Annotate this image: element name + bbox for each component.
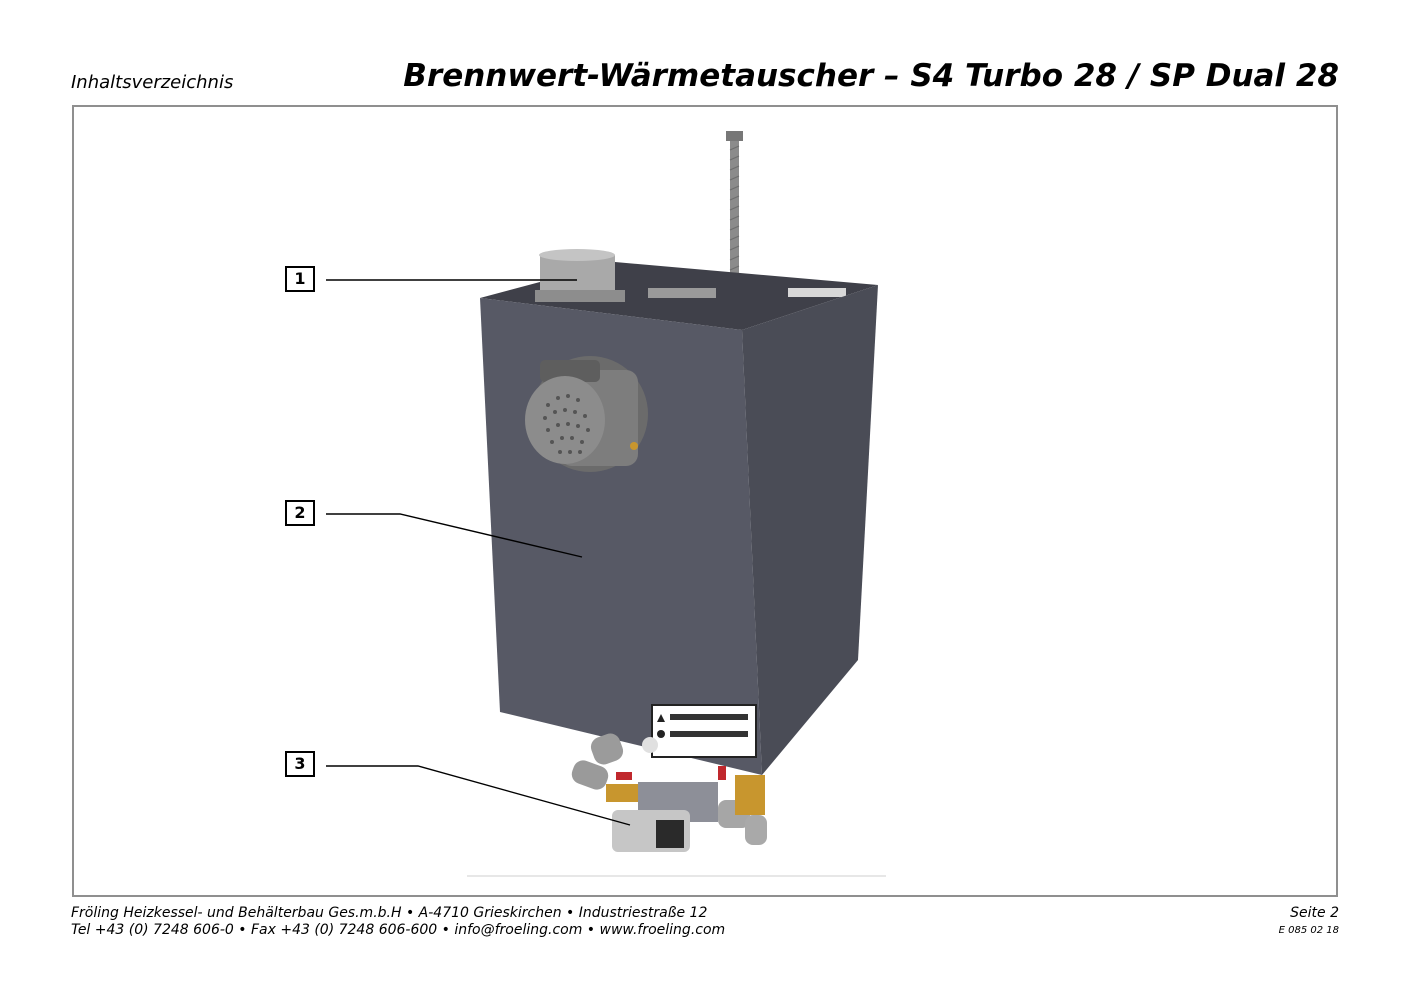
callout-1: 1 bbox=[285, 266, 315, 292]
valve-handle bbox=[616, 772, 632, 780]
leader-line-3 bbox=[326, 765, 631, 826]
callout-3: 3 bbox=[285, 751, 315, 777]
footer-contact-line: Tel +43 (0) 7248 606-0 • Fax +43 (0) 724… bbox=[71, 922, 726, 938]
housing-side bbox=[742, 285, 878, 775]
page-title: Brennwert-Wärmetauscher – S4 Turbo 28 / … bbox=[403, 58, 1339, 94]
figure-frame bbox=[72, 105, 1338, 897]
leader-line-2 bbox=[326, 513, 583, 558]
burner-cover bbox=[525, 376, 605, 464]
document-code: E 085 02 18 bbox=[1278, 925, 1339, 936]
section-label: Inhaltsverzeichnis bbox=[71, 72, 234, 93]
page-number: Seite 2 bbox=[1290, 905, 1339, 921]
callout-2: 2 bbox=[285, 500, 315, 526]
footer-company-line: Fröling Heizkessel- und Behälterbau Ges.… bbox=[71, 905, 708, 921]
pipe-stub bbox=[590, 733, 624, 765]
